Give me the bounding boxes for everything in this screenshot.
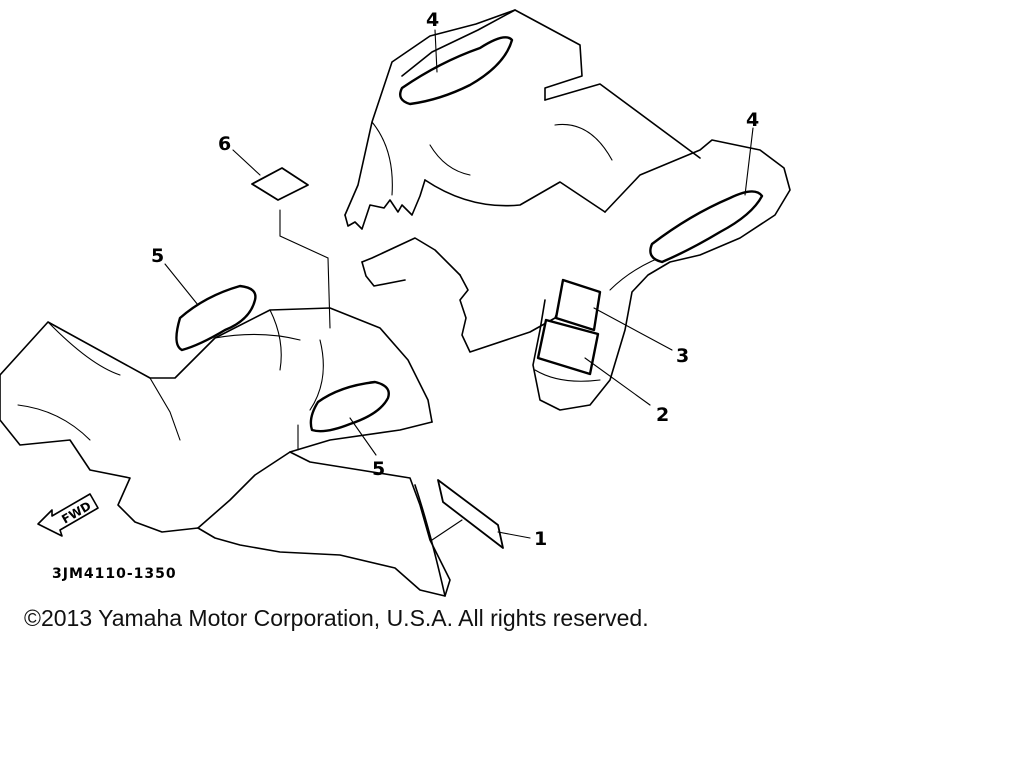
label-4-left (399, 36, 514, 106)
label-6 (251, 167, 309, 201)
fwd-label: FWD (59, 499, 93, 527)
emblem-label-diagram: 4 4 6 5 5 3 2 1 FWD 3JM4110-1350 (0, 9, 791, 597)
diagram-code: 3JM4110-1350 (52, 566, 177, 582)
callout-5-middle: 5 (372, 458, 385, 480)
leader-lines (164, 29, 754, 541)
label-4-right (649, 190, 764, 264)
label-5-top (175, 284, 257, 352)
callout-6: 6 (218, 133, 231, 155)
label-1 (437, 479, 504, 549)
copyright-notice: ©2013 Yamaha Motor Corporation, U.S.A. A… (24, 605, 649, 631)
front-fender (0, 307, 451, 597)
forward-arrow-icon: FWD (37, 493, 99, 537)
callout-1: 1 (534, 528, 547, 550)
label-5-middle (309, 380, 390, 433)
rear-fender (344, 9, 791, 411)
callout-4-right: 4 (746, 109, 759, 131)
callout-4-left: 4 (426, 9, 439, 31)
callout-5-top: 5 (151, 245, 164, 267)
callout-3: 3 (676, 345, 689, 367)
label-2 (536, 318, 600, 376)
label-3 (554, 278, 602, 332)
callout-2: 2 (656, 404, 669, 426)
